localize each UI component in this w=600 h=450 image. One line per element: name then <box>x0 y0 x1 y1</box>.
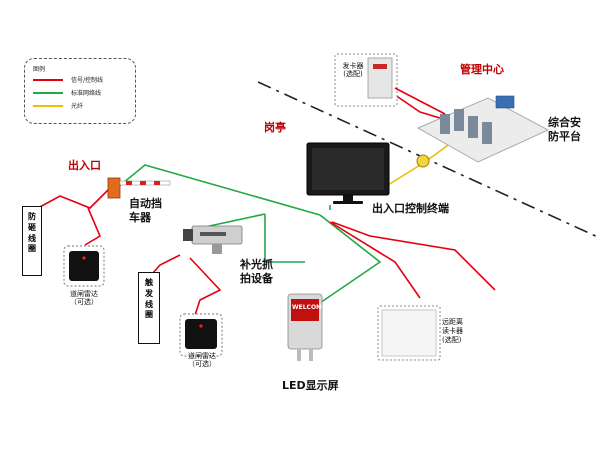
led-screen-text: WELCOME <box>292 304 327 311</box>
legend-swatch-fiber <box>33 105 63 107</box>
barrier-gate-icon <box>107 177 171 199</box>
legend-label-network: 标准网络线 <box>71 90 102 97</box>
capture-line-2: 拍设备 <box>240 272 273 286</box>
platform-line-1: 综合安 <box>548 116 581 129</box>
auto-barrier-line-2: 车器 <box>129 211 151 225</box>
legend-swatch-network <box>33 92 63 94</box>
trigger-char-3: 线 <box>145 299 153 309</box>
radar-bottom-line-2: （可选） <box>188 360 216 369</box>
auto-barrier-line-1: 自动挡 <box>129 197 162 210</box>
anti-smash-char-4: 圈 <box>28 244 36 254</box>
trigger-char-2: 发 <box>145 288 153 298</box>
card-dispenser-line-2: (选配) <box>343 70 363 79</box>
management-center-label: 管理中心 <box>460 63 504 76</box>
auto-barrier-label: 自动挡 车器 <box>129 197 162 226</box>
radar-bottom-icon <box>179 313 223 357</box>
legend: 图例 信号/控制线 标准网络线 光纤 <box>24 58 136 124</box>
terminal-label: 出入口控制终端 <box>372 202 449 215</box>
radar-top-icon <box>63 245 105 287</box>
legend-label-signal: 信号/控制线 <box>71 77 104 84</box>
long-range-line-2: 读卡器 <box>442 327 463 336</box>
capture-line-1: 补光抓 <box>240 258 273 271</box>
trigger-loop-box: 触 发 线 圈 <box>138 272 160 344</box>
card-dispenser-line-1: 发卡器 <box>342 62 364 70</box>
legend-swatch-signal <box>33 79 63 81</box>
entrance-label: 出入口 <box>68 159 101 172</box>
led-screen-icon <box>287 293 323 361</box>
long-range-line-1: 远距离 <box>442 318 463 326</box>
anti-smash-char-1: 防 <box>28 212 36 221</box>
legend-title: 图例 <box>33 66 46 73</box>
legend-item-signal: 信号/控制线 <box>33 75 133 85</box>
radar-bottom-line-1: 道闸雷达 <box>188 352 216 360</box>
capture-device-label: 补光抓 拍设备 <box>240 258 273 287</box>
radar-top-line-1: 道闸雷达 <box>70 290 98 298</box>
control-terminal-icon <box>306 142 390 204</box>
radar-bottom-label: 道闸雷达 （可选） <box>182 352 222 368</box>
server-platform-icon <box>416 95 550 163</box>
trigger-char-4: 圈 <box>145 310 153 320</box>
legend-item-network: 标准网络线 <box>33 88 133 98</box>
trigger-char-1: 触 <box>145 278 153 287</box>
fiber-converter-icon <box>416 154 430 168</box>
legend-item-fiber: 光纤 <box>33 101 133 111</box>
radar-top-label: 道闸雷达 （可选） <box>64 290 104 306</box>
long-range-reader-icon <box>377 305 441 361</box>
guard-booth-label: 岗亭 <box>264 121 286 134</box>
card-dispenser-label: 发卡器 (选配) <box>338 62 368 78</box>
platform-line-2: 防平台 <box>548 130 581 144</box>
anti-smash-loop-box: 防 砸 线 圈 <box>22 206 42 276</box>
card-dispenser-icon <box>334 53 398 107</box>
anti-smash-char-2: 砸 <box>28 222 36 232</box>
legend-label-fiber: 光纤 <box>71 103 84 110</box>
long-range-reader-label: 远距离 读卡器 (选配) <box>442 318 463 345</box>
long-range-line-3: (选配) <box>442 336 462 345</box>
led-screen-label: LED显示屏 <box>282 379 339 392</box>
capture-camera-icon <box>183 225 243 254</box>
anti-smash-char-3: 线 <box>28 233 36 243</box>
management-link <box>394 87 446 115</box>
radar-top-line-2: （可选） <box>70 298 98 307</box>
security-platform-label: 综合安 防平台 <box>548 116 581 145</box>
